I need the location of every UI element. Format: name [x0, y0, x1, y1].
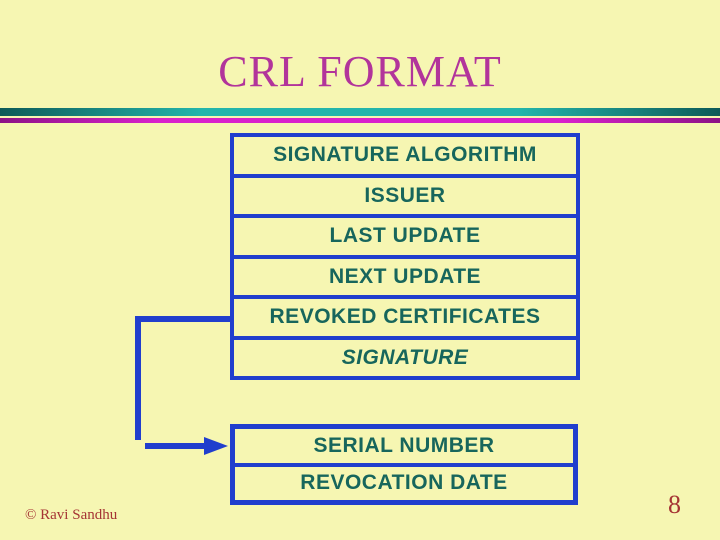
- field-last-update: LAST UPDATE: [234, 214, 576, 255]
- page-number: 8: [668, 490, 681, 519]
- revoked-entry-box: SERIAL NUMBER REVOCATION DATE: [230, 424, 578, 505]
- field-issuer: ISSUER: [234, 173, 576, 215]
- slide-title: CRL FORMAT: [218, 47, 502, 96]
- connector-vertical: [135, 316, 141, 440]
- crl-structure-box: SIGNATURE ALGORITHM ISSUER LAST UPDATE N…: [230, 133, 580, 380]
- connector-horizontal-bottom: [145, 443, 207, 449]
- field-revocation-date: REVOCATION DATE: [235, 462, 573, 501]
- field-next-update: NEXT UPDATE: [234, 254, 576, 296]
- title-rule-teal: [0, 108, 720, 116]
- field-revoked-certificates: REVOKED CERTIFICATES: [234, 295, 576, 336]
- arrowhead-icon: [204, 437, 228, 455]
- field-signature: SIGNATURE: [234, 335, 576, 377]
- field-serial-number: SERIAL NUMBER: [313, 433, 495, 457]
- field-signature-algorithm: SIGNATURE ALGORITHM: [273, 143, 537, 167]
- connector-horizontal-top: [135, 316, 232, 322]
- copyright-text: © Ravi Sandhu: [25, 507, 118, 523]
- title-rule-magenta: [0, 118, 720, 123]
